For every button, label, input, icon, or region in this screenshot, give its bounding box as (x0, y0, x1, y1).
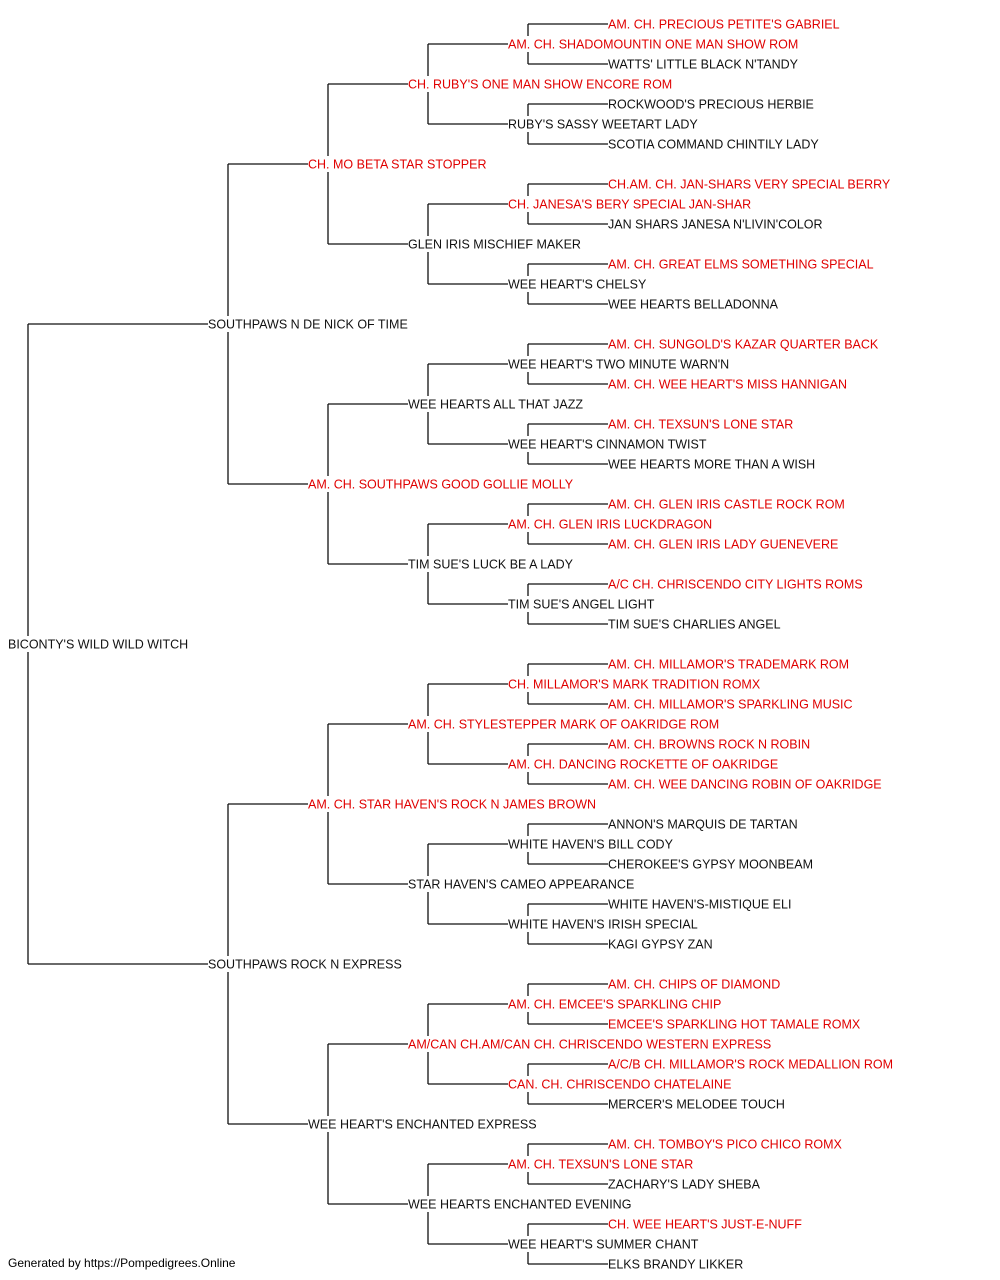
pedigree-name: ROCKWOOD'S PRECIOUS HERBIE (608, 98, 814, 112)
pedigree-name-champion: CH. RUBY'S ONE MAN SHOW ENCORE ROM (408, 78, 672, 92)
pedigree-name-champion: CAN. CH. CHRISCENDO CHATELAINE (508, 1078, 731, 1092)
pedigree-name-champion: AM. CH. STAR HAVEN'S ROCK N JAMES BROWN (308, 798, 596, 812)
pedigree-name: WEE HEART'S CHELSY (508, 278, 647, 292)
pedigree-name-champion: AM. CH. GLEN IRIS CASTLE ROCK ROM (608, 498, 845, 512)
pedigree-name: STAR HAVEN'S CAMEO APPEARANCE (408, 878, 634, 892)
pedigree-name-champion: AM. CH. GLEN IRIS LADY GUENEVERE (608, 538, 838, 552)
pedigree-name: ELKS BRANDY LIKKER (608, 1258, 743, 1272)
pedigree-name: ANNON'S MARQUIS DE TARTAN (608, 818, 798, 832)
pedigree-name: RUBY'S SASSY WEETART LADY (508, 118, 698, 132)
pedigree-name-champion: AM. CH. TEXSUN'S LONE STAR (608, 418, 793, 432)
pedigree-name: ZACHARY'S LADY SHEBA (608, 1178, 761, 1192)
pedigree-name: JAN SHARS JANESA N'LIVIN'COLOR (608, 218, 823, 232)
pedigree-name: WEE HEARTS BELLADONNA (608, 298, 779, 312)
pedigree-name: SCOTIA COMMAND CHINTILY LADY (608, 138, 819, 152)
pedigree-name: BICONTY'S WILD WILD WITCH (8, 638, 188, 652)
pedigree-name: KAGI GYPSY ZAN (608, 938, 713, 952)
pedigree-name-champion: EMCEE'S SPARKLING HOT TAMALE ROMX (608, 1018, 861, 1032)
pedigree-name: CHEROKEE'S GYPSY MOONBEAM (608, 858, 813, 872)
pedigree-name: TIM SUE'S CHARLIES ANGEL (608, 618, 781, 632)
pedigree-name-champion: AM/CAN CH.AM/CAN CH. CHRISCENDO WESTERN … (408, 1038, 771, 1052)
pedigree-name-champion: CH. MO BETA STAR STOPPER (308, 158, 487, 172)
pedigree-name: WHITE HAVEN'S BILL CODY (508, 838, 674, 852)
pedigree-name-champion: AM. CH. MILLAMOR'S TRADEMARK ROM (608, 658, 849, 672)
pedigree-name-champion: AM. CH. WEE HEART'S MISS HANNIGAN (608, 378, 847, 392)
pedigree-name-champion: AM. CH. CHIPS OF DIAMOND (608, 978, 780, 992)
pedigree-name: WEE HEART'S TWO MINUTE WARN'N (508, 358, 729, 372)
pedigree-name: WEE HEART'S CINNAMON TWIST (508, 438, 707, 452)
pedigree-name-champion: AM. CH. GREAT ELMS SOMETHING SPECIAL (608, 258, 874, 272)
pedigree-name-champion: AM. CH. DANCING ROCKETTE OF OAKRIDGE (508, 758, 778, 772)
pedigree-name-champion: AM. CH. BROWNS ROCK N ROBIN (608, 738, 810, 752)
pedigree-name-champion: A/C/B CH. MILLAMOR'S ROCK MEDALLION ROM (608, 1058, 893, 1072)
pedigree-name-champion: CH. JANESA'S BERY SPECIAL JAN-SHAR (508, 198, 751, 212)
pedigree-name-champion: AM. CH. GLEN IRIS LUCKDRAGON (508, 518, 712, 532)
pedigree-name: GLEN IRIS MISCHIEF MAKER (408, 238, 581, 252)
pedigree-name: WEE HEARTS ENCHANTED EVENING (408, 1198, 631, 1212)
pedigree-name-champion: AM. CH. EMCEE'S SPARKLING CHIP (508, 998, 721, 1012)
pedigree-name-champion: AM. CH. PRECIOUS PETITE'S GABRIEL (608, 18, 840, 32)
pedigree-name: MERCER'S MELODEE TOUCH (608, 1098, 785, 1112)
pedigree-name: WATTS' LITTLE BLACK N'TANDY (608, 58, 799, 72)
pedigree-name-champion: CH.AM. CH. JAN-SHARS VERY SPECIAL BERRY (608, 178, 891, 192)
pedigree-name-champion: AM. CH. MILLAMOR'S SPARKLING MUSIC (608, 698, 853, 712)
pedigree-name-champion: AM. CH. WEE DANCING ROBIN OF OAKRIDGE (608, 778, 882, 792)
pedigree-name: WEE HEART'S ENCHANTED EXPRESS (308, 1118, 537, 1132)
pedigree-name-champion: AM. CH. TOMBOY'S PICO CHICO ROMX (608, 1138, 843, 1152)
pedigree-name: SOUTHPAWS ROCK N EXPRESS (208, 958, 402, 972)
pedigree-name-champion: AM. CH. SUNGOLD'S KAZAR QUARTER BACK (608, 338, 879, 352)
pedigree-name: TIM SUE'S ANGEL LIGHT (508, 598, 655, 612)
pedigree-name: SOUTHPAWS N DE NICK OF TIME (208, 318, 408, 332)
pedigree-name-champion: A/C CH. CHRISCENDO CITY LIGHTS ROMS (608, 578, 863, 592)
pedigree-name: TIM SUE'S LUCK BE A LADY (408, 558, 574, 572)
pedigree-name-champion: AM. CH. SHADOMOUNTIN ONE MAN SHOW ROM (508, 38, 798, 52)
pedigree-name: WHITE HAVEN'S-MISTIQUE ELI (608, 898, 791, 912)
pedigree-name-champion: AM. CH. TEXSUN'S LONE STAR (508, 1158, 693, 1172)
pedigree-name-champion: CH. WEE HEART'S JUST-E-NUFF (608, 1218, 802, 1232)
pedigree-name-champion: AM. CH. STYLESTEPPER MARK OF OAKRIDGE RO… (408, 718, 719, 732)
footer-credit: Generated by https://Pompedigrees.Online (8, 1256, 236, 1270)
pedigree-name-champion: AM. CH. SOUTHPAWS GOOD GOLLIE MOLLY (308, 478, 574, 492)
pedigree-name: WEE HEARTS MORE THAN A WISH (608, 458, 815, 472)
pedigree-name: WEE HEART'S SUMMER CHANT (508, 1238, 699, 1252)
pedigree-name-champion: CH. MILLAMOR'S MARK TRADITION ROMX (508, 678, 761, 692)
pedigree-name: WEE HEARTS ALL THAT JAZZ (408, 398, 583, 412)
pedigree-name: WHITE HAVEN'S IRISH SPECIAL (508, 918, 698, 932)
